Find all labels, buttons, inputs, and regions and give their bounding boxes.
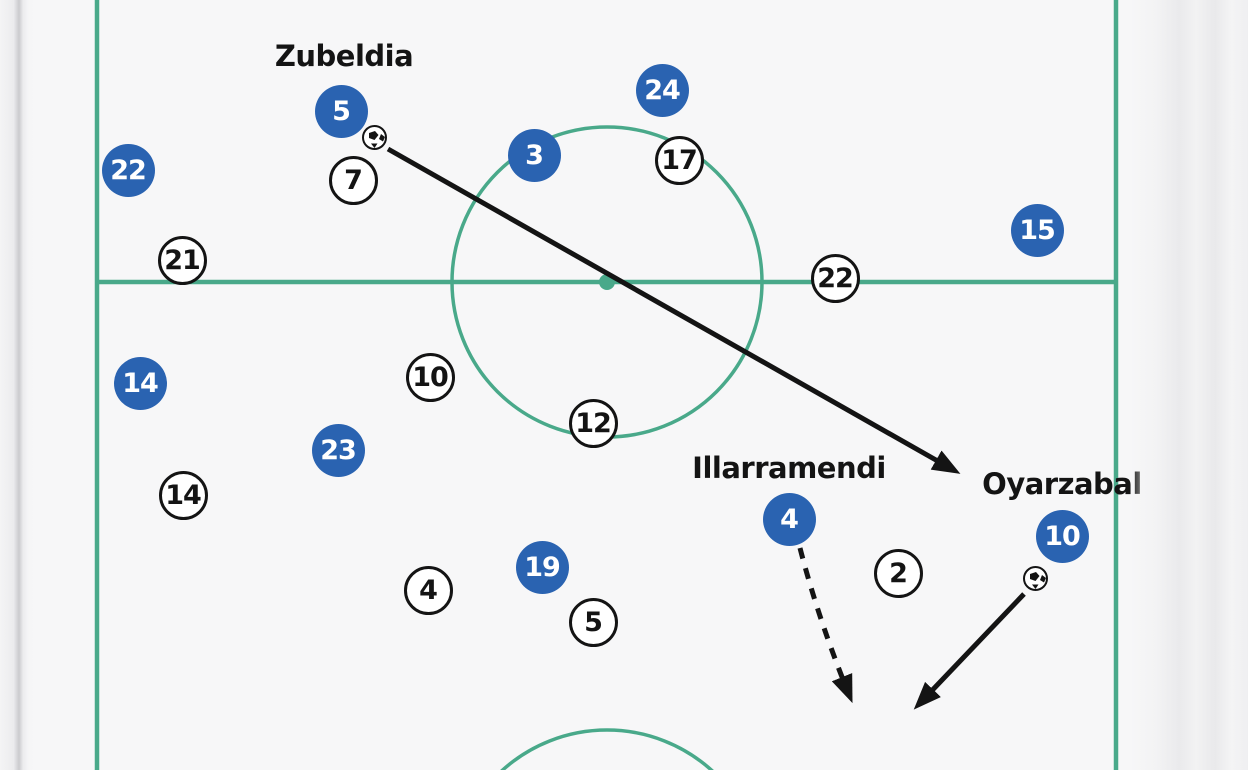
player-white-10: 10 [405, 352, 455, 402]
arrow-run-oyarzabal [913, 592, 1026, 710]
player-white-12: 12 [568, 398, 618, 448]
player-white-21: 21 [157, 235, 207, 285]
player-white-2: 2 [873, 548, 923, 598]
player-blue-15: 15 [1010, 203, 1064, 257]
player-white-4: 4 [403, 565, 453, 615]
pitch-bottom-arc [500, 728, 714, 770]
player-name-illarramendi: Illarramendi [692, 451, 886, 485]
player-white-17: 17 [654, 135, 704, 185]
player-blue-23: 23 [311, 423, 365, 477]
soccer-ball-icon [361, 124, 388, 155]
player-white-5: 5 [568, 597, 618, 647]
player-white-22: 22 [810, 253, 860, 303]
player-white-14: 14 [158, 470, 208, 520]
player-name-zubeldia: Zubeldia [274, 39, 414, 73]
player-blue-14: 14 [113, 356, 167, 410]
player-white-7: 7 [328, 155, 378, 205]
arrow-run-illarramendi [797, 547, 853, 704]
arrow-pass-zubeldia-to-oyarzabal [386, 146, 961, 474]
player-name-oyarzabal: Oyarzabal [982, 467, 1142, 501]
player-blue-24: 24 [635, 63, 689, 117]
player-blue-22: 22 [101, 143, 155, 197]
player-blue-5: 5 [314, 84, 368, 138]
player-blue-3: 3 [507, 128, 561, 182]
soccer-ball-icon [1022, 565, 1049, 596]
player-blue-19: 19 [515, 540, 569, 594]
player-blue-4: 4 [762, 492, 816, 546]
player-blue-10: 10 [1035, 509, 1089, 563]
